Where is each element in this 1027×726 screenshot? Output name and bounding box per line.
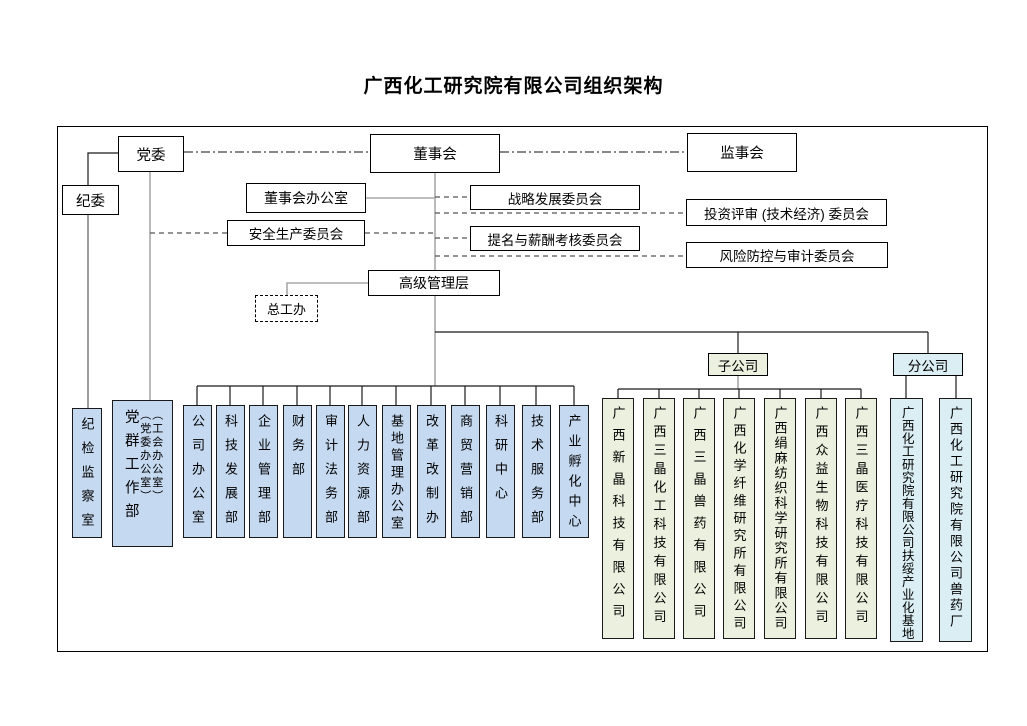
- senior-management-box: 高级管理层: [368, 270, 500, 296]
- board-office-box: 董事会办公室: [246, 183, 366, 213]
- discipline-committee-box: 纪委: [62, 185, 119, 215]
- subsidiary-box: 广西化学纤维研究所有限公司: [723, 398, 755, 639]
- investment-committee-box: 投资评审 (技术经济) 委员会: [686, 199, 887, 226]
- supervisory-board-box: 监事会: [687, 133, 797, 172]
- chief-engineer-office-box: 总工办: [255, 295, 318, 322]
- subsidiary-box: 广西三晶兽药有限公司: [683, 398, 715, 639]
- department-box-discipline-inspection: 纪检监察室: [72, 408, 102, 538]
- subsidiary-box: 广西三晶化工科技有限公司: [643, 398, 675, 639]
- department-box-sci-tech-development: 科技发展部: [216, 405, 245, 538]
- department-box-reform-restructuring-office: 改革改制办: [417, 405, 446, 538]
- nomination-committee-box: 提名与薪酬考核委员会: [470, 226, 640, 251]
- org-chart-title: 广西化工研究院有限公司组织架构: [363, 76, 664, 97]
- department-box-base-management-office: 基地管理办公室: [382, 405, 411, 538]
- branches-header-box: 分公司: [893, 353, 963, 376]
- safety-committee-box: 安全生产委员会: [227, 220, 365, 246]
- risk-audit-committee-box: 风险防控与审计委员会: [686, 242, 888, 268]
- department-box-human-resources: 人力资源部: [348, 405, 377, 538]
- department-box-technical-service: 技术服务部: [522, 405, 551, 538]
- department-box-finance: 财务部: [283, 405, 312, 538]
- department-box-enterprise-management: 企业管理部: [249, 405, 278, 538]
- department-box-audit-legal: 审计法务部: [316, 405, 345, 538]
- subsidiaries-header-box: 子公司: [708, 353, 768, 376]
- party-committee-box: 党委: [118, 136, 184, 172]
- strategy-committee-box: 战略发展委员会: [470, 185, 640, 210]
- department-box-research-center: 科研中心: [486, 405, 515, 538]
- department-box-party-mass-work: 党群工作部 （党委办公室） （工会办公室）: [112, 400, 173, 547]
- subsidiary-box: 广西新晶科技有限公司: [602, 398, 634, 639]
- subsidiary-box: 广西众益生物科技有限公司: [805, 398, 837, 639]
- branch-box: 广西化工研究院有限公司扶绥产业化基地: [890, 398, 923, 642]
- branch-box: 广西化工研究院有限公司兽药厂: [939, 398, 972, 642]
- board-box: 董事会: [370, 134, 500, 173]
- department-box-trade-marketing: 商贸营销部: [451, 405, 480, 538]
- subsidiary-box: 广西绢麻纺织科学研究所有限公司: [764, 398, 796, 639]
- chart-border: [57, 126, 988, 652]
- subsidiary-box: 广西三晶医疗科技有限公司: [845, 398, 877, 639]
- department-box-industry-incubation-center: 产业孵化中心: [559, 405, 589, 538]
- department-box-company-office: 公司办公室: [183, 405, 212, 538]
